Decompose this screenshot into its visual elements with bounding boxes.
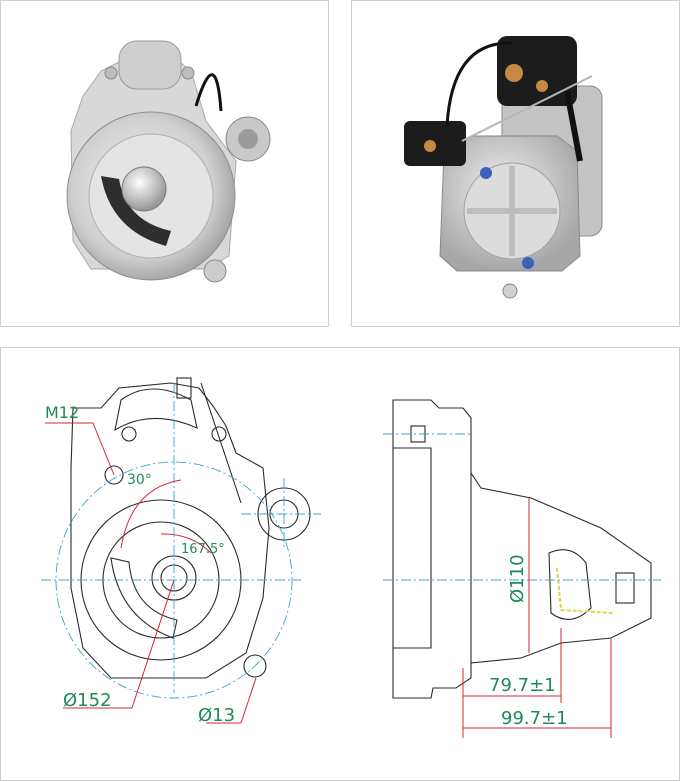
technical-drawing: M12 30° 167.5° Ø152 Ø13 Ø110 79.7±1 99.7… bbox=[0, 347, 680, 781]
thread-label: M12 bbox=[45, 403, 79, 422]
technical-drawing-svg: M12 30° 167.5° Ø152 Ø13 Ø110 79.7±1 99.7… bbox=[41, 377, 661, 738]
angle-large-label: 167.5° bbox=[181, 542, 225, 557]
bolt-circle-label: Ø152 bbox=[63, 690, 112, 711]
front-photo-illustration bbox=[66, 40, 271, 283]
starter-motor-rear-photo bbox=[351, 0, 680, 327]
hole-diameter-label: Ø13 bbox=[198, 705, 235, 726]
angle-small-label: 30° bbox=[127, 472, 152, 488]
pilot-diameter-label: Ø110 bbox=[507, 554, 528, 603]
starter-motor-front-photo bbox=[0, 0, 329, 327]
length-long-label: 99.7±1 bbox=[501, 708, 568, 729]
length-short-label: 79.7±1 bbox=[489, 675, 556, 696]
rear-photo-illustration bbox=[404, 36, 603, 299]
